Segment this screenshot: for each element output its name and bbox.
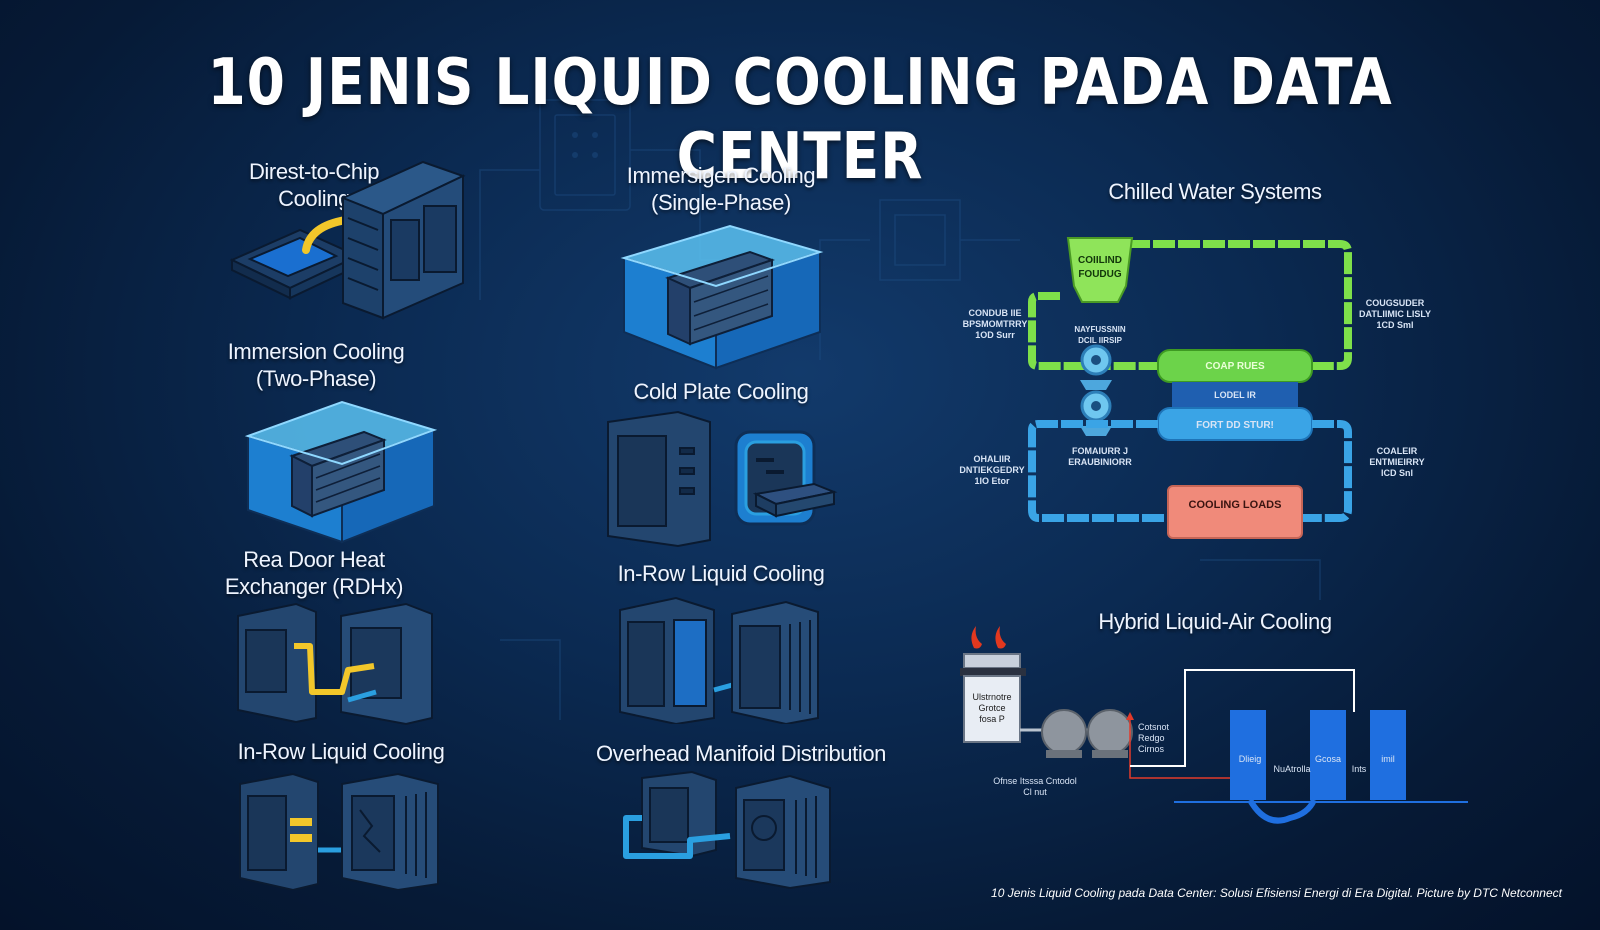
image-caption: 10 Jenis Liquid Cooling pada Data Center…: [991, 886, 1562, 900]
chilled-green-box-label: COAP RUES: [1205, 361, 1265, 372]
label-direct-to-chip: Direst-to-Chip Cooling: [248, 159, 380, 211]
immersion-single-phase-illustration: [620, 224, 824, 370]
hybrid-unit-label: Ulstrnotre Grotce fosa P: [972, 692, 1012, 724]
in-row-left-illustration: [239, 772, 439, 890]
chilled-left-top-label: CONDUB IIE BPSMOMTRRY 1OD Surr: [962, 308, 1028, 340]
chilled-right-top-label: COUGSUDER DATLIIMIC LISLY 1CD Sml: [1359, 298, 1431, 330]
hybrid-bottom-label: Ofnse Itsssa Cntodol Cl nut: [993, 776, 1077, 797]
in-row-middle-illustration: [619, 596, 819, 724]
label-rear-door: Rea Door Heat Exchanger (RDHx): [224, 547, 404, 599]
hybrid-slot-1-label: Dlieig: [1238, 754, 1262, 764]
hybrid-diagram: [960, 626, 1468, 824]
page-title: 10 JENIS LIQUID COOLING PADA DATA CENTER: [207, 46, 1393, 194]
chilled-mid-box-label: LODEL IR: [1214, 390, 1256, 400]
label-immersion-single-phase: Immersigen Cooling (Single-Phase): [626, 163, 816, 215]
hybrid-side-label: Cotsnot Redgo Cirnos: [1138, 722, 1170, 754]
chilled-blue-box-label: FORT DD STUR!: [1196, 420, 1274, 431]
label-cold-plate: Cold Plate Cooling: [633, 379, 809, 404]
label-overhead-manifold: Overhead Manifoid Distribution: [595, 741, 887, 766]
label-in-row-left: In-Row Liquid Cooling: [237, 739, 445, 764]
label-immersion-two-phase: Immersion Cooling (Two-Phase): [227, 339, 405, 391]
chilled-right-bottom-label: COALEIR ENTMIEIRRY ICD Snl: [1369, 446, 1425, 478]
immersion-two-phase-illustration: [244, 400, 438, 544]
direct-to-chip-illustration: [229, 160, 466, 320]
hybrid-slot-3-label: Gcosa: [1314, 754, 1341, 764]
chilled-water-diagram: [1028, 237, 1352, 539]
hybrid-slot-4-label: Ints: [1351, 764, 1367, 774]
chilled-left-bottom-label: OHALIIR DNTIEKGEDRY 1IO Etor: [959, 454, 1025, 486]
chilled-cooling-loads-label: COOLING LOADS: [1188, 499, 1282, 511]
chilled-pump-bottom-label: FOMAIURR J ERAUBINIORR: [1068, 446, 1132, 467]
rear-door-illustration: [237, 602, 433, 725]
label-hybrid: Hybrid Liquid-Air Cooling: [1098, 609, 1332, 634]
overhead-manifold-illustration: [623, 770, 831, 890]
chilled-tower-label: COIILIND FOUDUG: [1078, 255, 1122, 280]
label-in-row-middle: In-Row Liquid Cooling: [617, 561, 825, 586]
hybrid-slot-2-label: NuAtrolla: [1273, 764, 1311, 774]
chilled-pump-top-label: NAYFUSSNIN DCIL IIRSIP: [1074, 325, 1126, 345]
hybrid-slot-5-label: imil: [1381, 754, 1395, 764]
cold-plate-illustration: [607, 410, 838, 548]
label-chilled-water: Chilled Water Systems: [1108, 179, 1322, 204]
